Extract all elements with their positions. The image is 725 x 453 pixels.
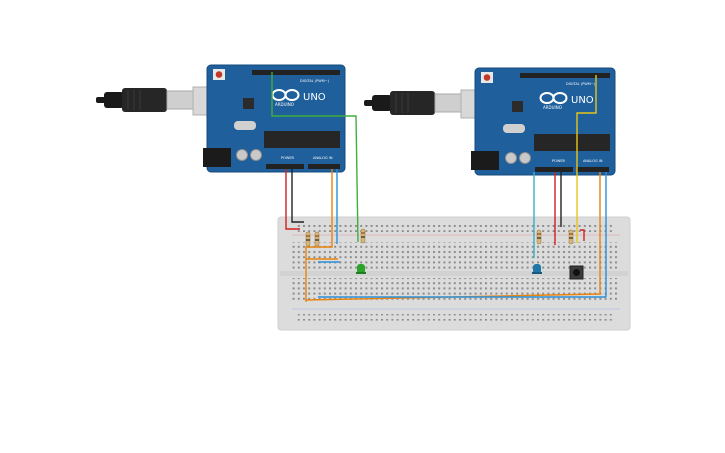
wire-green-left[interactable] <box>271 72 359 243</box>
arduino-board-left[interactable]: UNO ARDUINO DIGITAL (PWM~) POWER ANALOG … <box>96 64 346 173</box>
breadboard-top-rail-holes-2 <box>295 228 615 232</box>
board-brand-right: ARDUINO <box>543 105 562 110</box>
atmega-chip-right <box>534 134 610 151</box>
led-green-icon[interactable] <box>356 264 366 274</box>
digital-header-label-left: DIGITAL (PWM~) <box>300 79 330 83</box>
analog-header-label-left: ANALOG IN <box>313 156 333 160</box>
wire-black-left[interactable] <box>291 169 304 223</box>
capacitor-right-1 <box>505 152 517 164</box>
breadboard-bottom-rail-holes-2 <box>295 319 615 323</box>
board-model-right: UNO <box>571 95 594 106</box>
power-jack-right <box>471 151 499 170</box>
resistor-icon[interactable] <box>314 231 320 247</box>
resistor-icon[interactable] <box>305 231 311 247</box>
digital-header-left <box>252 70 340 75</box>
power-header-label-left: POWER <box>281 156 295 160</box>
board-model-left: UNO <box>303 92 326 103</box>
wires <box>271 72 607 302</box>
usb-chip-right <box>512 101 523 112</box>
wire-red-left[interactable] <box>285 169 300 230</box>
capacitor-right-2 <box>519 152 531 164</box>
breadboard-grid-upper <box>292 242 618 269</box>
capacitor-left-1 <box>236 149 248 161</box>
power-header-left <box>266 164 304 169</box>
analog-header-right <box>577 167 609 172</box>
power-jack-left <box>203 148 231 167</box>
resistor-icon[interactable] <box>536 229 542 245</box>
wire-orange-left[interactable] <box>305 169 333 302</box>
analog-header-left <box>308 164 340 169</box>
resistor-icon[interactable] <box>568 229 574 245</box>
board-brand-left: ARDUINO <box>275 102 294 107</box>
resistor-icon[interactable] <box>360 228 366 244</box>
digital-header-label-right: DIGITAL (PWM~) <box>566 82 596 86</box>
arduino-board-right[interactable]: UNO ARDUINO DIGITAL (PWM~) POWER ANALOG … <box>364 67 616 176</box>
crystal-right <box>503 124 525 133</box>
power-header-right <box>535 167 573 172</box>
pushbutton-icon[interactable] <box>569 265 584 280</box>
breadboard <box>277 216 631 331</box>
analog-header-label-right: ANALOG IN <box>583 159 603 163</box>
usb-cable-left <box>96 86 214 116</box>
atmega-chip-left <box>264 131 340 148</box>
crystal-left <box>234 121 256 130</box>
capacitor-left-2 <box>250 149 262 161</box>
resistors <box>305 228 574 247</box>
digital-header-right <box>520 73 610 78</box>
usb-cable-right <box>364 89 482 119</box>
breadboard-grid-lower <box>292 278 618 302</box>
breadboard-bottom-rail-holes <box>295 314 615 318</box>
arduino-logo-right <box>539 92 568 104</box>
breadboard-center-channel <box>280 271 628 276</box>
wire-yellow-right[interactable] <box>576 75 597 243</box>
breadboard-top-rail-holes <box>295 223 615 227</box>
usb-chip-left <box>243 98 254 109</box>
power-header-label-right: POWER <box>552 159 566 163</box>
wire-red-short-right[interactable] <box>580 229 585 241</box>
led-blue-icon[interactable] <box>532 264 542 274</box>
